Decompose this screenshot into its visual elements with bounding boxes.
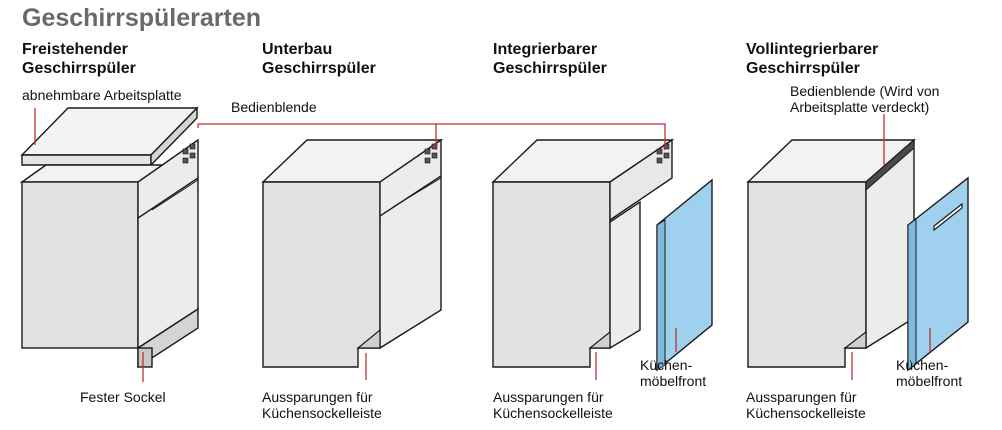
leader-control-panel — [197, 123, 666, 150]
control-panel-strip — [609, 138, 673, 222]
hidden-control-panel — [865, 138, 915, 192]
heading-fully-integrable-line2: Geschirrspüler — [746, 60, 860, 77]
label-fixed-base: Fester Sockel — [80, 389, 166, 405]
dishwasher-fully-integrable — [746, 138, 969, 372]
door-line — [137, 177, 199, 219]
leader-lines — [34, 108, 931, 382]
plinth-recess — [843, 330, 867, 349]
heading-freestanding-line1: Freistehender — [22, 41, 128, 58]
dishwasher-undercounter — [261, 138, 444, 368]
panel-handle — [933, 202, 963, 232]
plinth-recess — [356, 328, 381, 349]
heading-fully-integrable-line1: Vollintegrierbarer — [746, 41, 878, 58]
worktop-front — [21, 154, 152, 166]
worktop-side — [150, 106, 198, 167]
body-front — [21, 181, 139, 349]
heading-freestanding-line2: Geschirrspüler — [22, 60, 136, 77]
body-front — [492, 181, 611, 368]
label-recess-4-line2: Küchensockelleiste — [746, 405, 866, 421]
control-buttons — [182, 143, 196, 164]
kitchen-front-panel-edge — [907, 218, 917, 371]
heading-integrable-line2: Geschirrspüler — [493, 60, 607, 77]
heading-undercounter: Unterbau Geschirrspüler — [262, 41, 376, 77]
control-buttons — [656, 143, 670, 164]
kitchen-front-panel-edge — [656, 219, 666, 371]
label-front-3-line1: Küchen- — [640, 357, 692, 373]
body-front — [262, 181, 381, 368]
body-front — [747, 181, 867, 368]
body-side — [379, 138, 442, 350]
label-recess-3-line1: Aussparungen für — [493, 389, 604, 405]
label-front-4-line2: möbelfront — [896, 373, 962, 389]
door-line-2 — [392, 177, 442, 208]
label-worktop: abnehmbare Arbeitsplatte — [22, 87, 182, 103]
body-side — [609, 200, 641, 350]
label-control-panel: Bedienblende — [231, 99, 317, 115]
label-hidden-panel-line1: Bedienblende (Wird von — [790, 83, 939, 99]
label-front-4-line1: Küchen- — [896, 357, 948, 373]
dishwasher-freestanding — [19, 106, 199, 369]
heading-integrable: Integrierbarer Geschirrspüler — [493, 41, 607, 77]
heading-undercounter-line2: Geschirrspüler — [262, 60, 376, 77]
label-hidden-panel-line2: Arbeitsplatte verdeckt) — [790, 99, 929, 115]
label-recess-2-line2: Küchensockelleiste — [262, 405, 382, 421]
heading-integrable-line1: Integrierbarer — [493, 41, 597, 58]
dishwasher-integrable — [491, 138, 713, 372]
heading-freestanding: Freistehender Geschirrspüler — [22, 41, 136, 77]
label-front-3-line2: möbelfront — [640, 373, 706, 389]
plinth-recess — [588, 330, 611, 349]
diagram-title: Geschirrspülerarten — [22, 4, 261, 32]
heading-fully-integrable: Vollintegrierbarer Geschirrspüler — [746, 41, 878, 77]
worktop-top — [20, 107, 199, 156]
label-recess-4-line1: Aussparungen für — [746, 389, 857, 405]
control-buttons — [424, 143, 438, 164]
fixed-base-front — [137, 347, 153, 368]
door-line-2 — [151, 179, 199, 211]
label-recess-2-line1: Aussparungen für — [262, 389, 373, 405]
label-recess-3-line2: Küchensockelleiste — [493, 405, 613, 421]
heading-undercounter-line1: Unterbau — [262, 41, 332, 58]
